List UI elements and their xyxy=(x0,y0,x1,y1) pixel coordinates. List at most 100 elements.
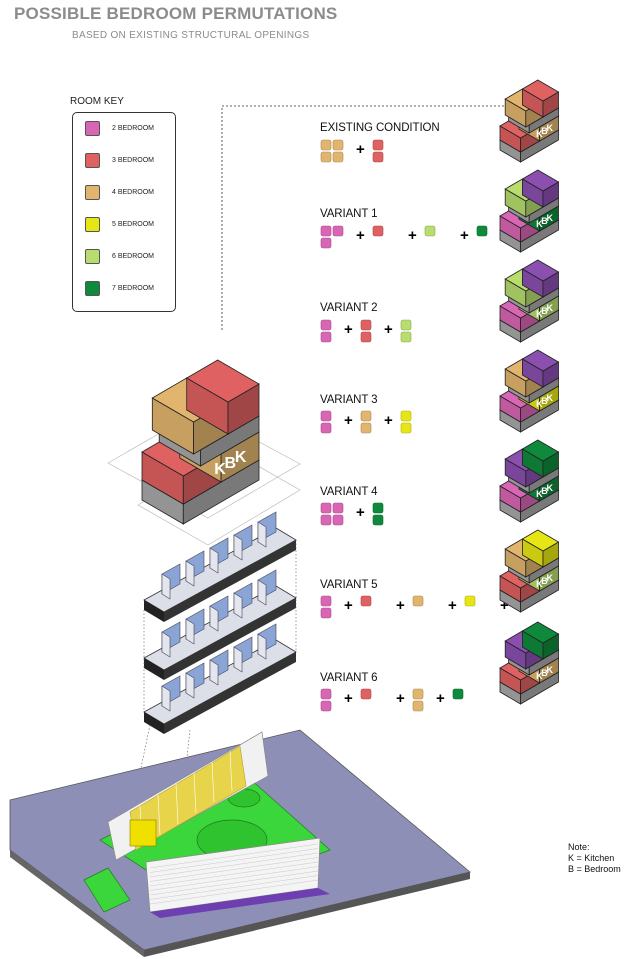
room-wall xyxy=(185,560,195,587)
room-letter: K xyxy=(546,393,553,403)
room-wall xyxy=(161,685,171,712)
room-chip xyxy=(320,595,332,607)
room-letter: K xyxy=(546,665,553,675)
variant-block: KBK xyxy=(499,169,560,253)
room-letter: K xyxy=(536,309,543,319)
plus-sign: + xyxy=(396,597,405,614)
room-key-label: 3 BEDROOM xyxy=(112,157,155,164)
room-chip xyxy=(424,225,436,237)
room-letter: B xyxy=(541,126,548,136)
plus-sign: + xyxy=(408,227,417,244)
room-chip xyxy=(412,700,424,712)
variant-formula: ++++ xyxy=(320,595,528,619)
room-key-item: 3 BEDROOM xyxy=(85,153,154,168)
variant-formula: + xyxy=(320,139,384,163)
guide-line xyxy=(179,729,191,821)
room-chip xyxy=(320,237,332,249)
room-chip xyxy=(360,422,372,434)
room-letter: K xyxy=(214,461,226,478)
floor-plate xyxy=(143,511,297,622)
room-letter: K xyxy=(536,671,543,681)
room-chip xyxy=(400,319,412,331)
room-letter: K xyxy=(536,489,543,499)
building-line xyxy=(229,750,233,792)
room-letter: K xyxy=(235,449,247,466)
room-wall xyxy=(257,633,267,660)
plus-sign: + xyxy=(356,504,365,521)
plus-sign: + xyxy=(344,412,353,429)
room-chip xyxy=(332,225,344,237)
building-line xyxy=(157,794,161,836)
note-bedroom: B = Bedroom xyxy=(568,864,621,874)
variant-formula: ++ xyxy=(320,319,412,343)
room-key-label: 6 BEDROOM xyxy=(112,253,155,260)
room-key-item: 2 BEDROOM xyxy=(85,121,154,136)
room-letter: B xyxy=(541,306,548,316)
site-edge xyxy=(144,872,470,957)
building-line xyxy=(149,852,319,878)
room-wall xyxy=(209,659,219,686)
room-chip xyxy=(372,502,384,514)
room-key-label: 2 BEDROOM xyxy=(112,125,155,132)
note-title: Note: xyxy=(568,842,590,852)
room-chip xyxy=(332,514,344,526)
room-key-label: 7 BEDROOM xyxy=(112,285,155,292)
room-wall xyxy=(257,579,267,606)
building-line xyxy=(149,866,319,891)
color-swatch xyxy=(85,153,100,168)
color-swatch xyxy=(85,281,100,296)
room-chip xyxy=(320,319,332,331)
plus-sign: + xyxy=(384,412,393,429)
plus-sign: + xyxy=(460,227,469,244)
building-line xyxy=(149,857,319,882)
note-box: Note: K = Kitchen B = Bedroom xyxy=(568,842,621,875)
room-chip xyxy=(452,688,464,700)
building-line xyxy=(149,879,319,905)
floor-plate xyxy=(143,569,297,680)
variant-block: KBK xyxy=(141,359,260,525)
room-wall xyxy=(209,605,219,632)
room-chip xyxy=(400,331,412,343)
building-line xyxy=(149,848,319,873)
room-letter: B xyxy=(541,486,548,496)
variant-block: KBK xyxy=(499,259,560,343)
room-letter: K xyxy=(546,213,553,223)
room-chip xyxy=(360,331,372,343)
building-line xyxy=(149,843,319,869)
variant-block: KBK xyxy=(499,439,560,523)
room-chip xyxy=(332,502,344,514)
room-key-item: 6 BEDROOM xyxy=(85,249,154,264)
plus-sign: + xyxy=(344,321,353,338)
variant-label: VARIANT 4 xyxy=(320,486,378,498)
park-strip xyxy=(83,867,131,913)
block-face xyxy=(521,529,560,552)
block-face xyxy=(521,259,560,282)
room-wall xyxy=(257,521,267,548)
page-title: POSSIBLE BEDROOM PERMUTATIONS xyxy=(14,4,338,23)
room-chip xyxy=(412,688,424,700)
floor-plate xyxy=(143,623,297,734)
plus-sign: + xyxy=(500,597,509,614)
room-letter: K xyxy=(536,219,543,229)
site-model xyxy=(9,729,471,957)
room-chip xyxy=(372,151,384,163)
room-chip xyxy=(400,422,412,434)
variant-block: KBK xyxy=(499,621,560,705)
room-chip xyxy=(320,422,332,434)
plate-edge xyxy=(144,658,164,680)
plus-sign: + xyxy=(344,597,353,614)
plus-sign: + xyxy=(344,690,353,707)
room-key-label: 4 BEDROOM xyxy=(112,189,155,196)
room-chip xyxy=(464,595,476,607)
purple-strip xyxy=(150,888,330,918)
building-line xyxy=(149,861,319,887)
room-chip xyxy=(332,139,344,151)
room-chip xyxy=(320,700,332,712)
variant-block: KBK xyxy=(499,349,560,433)
room-letter: K xyxy=(536,399,543,409)
building-line xyxy=(149,875,319,900)
color-swatch xyxy=(85,217,100,232)
room-chip xyxy=(360,410,372,422)
